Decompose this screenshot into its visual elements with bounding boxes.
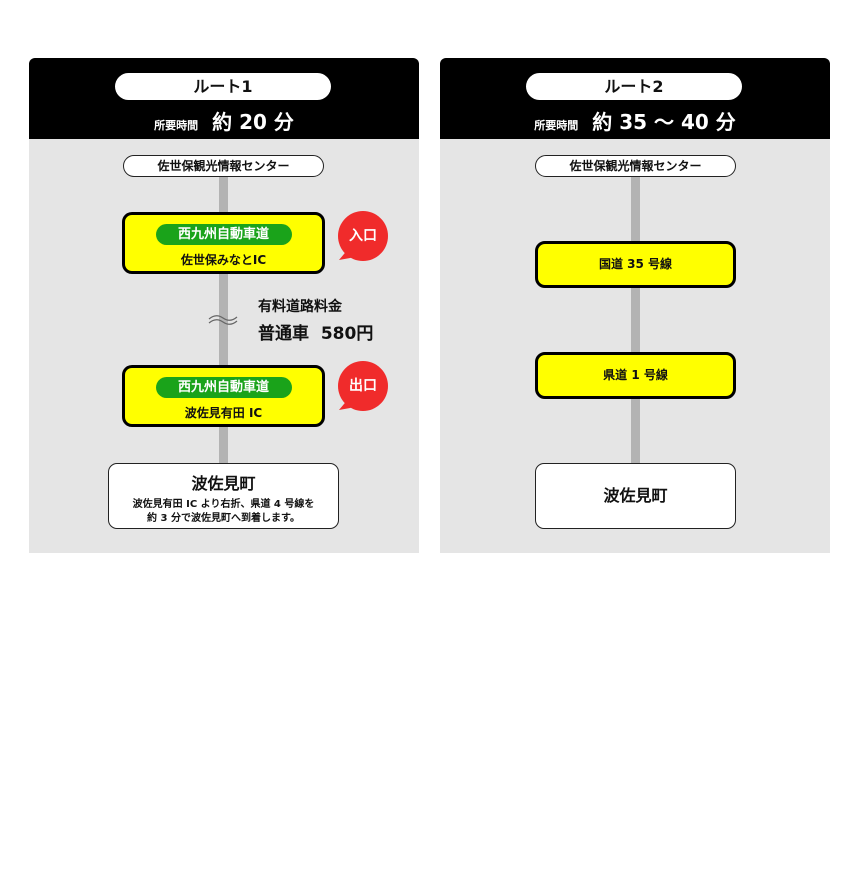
destination-note: 波佐見有田 IC より右折、県道 4 号線を [132,499,315,510]
route-2-header: ルート2 所要時間約 35 〜 40 分 [440,58,830,139]
highway-label: 西九州自動車道 [155,224,292,245]
route-line [631,176,640,464]
route-1-time: 所要時間約 20 分 [29,106,419,135]
time-value: 約 35 〜 40 分 [592,110,736,134]
exit-badge: 出口 [338,361,388,411]
toll-label: 有料道路料金 [258,299,342,315]
toll-value: 普通車 580円 [258,324,374,344]
exit-ic-name: 波佐見有田 IC [184,406,263,420]
route-2-time: 所要時間約 35 〜 40 分 [440,106,830,135]
entry-badge: 入口 [338,211,388,261]
destination-name: 波佐見町 [191,474,256,493]
start-point: 佐世保観光情報センター [123,155,324,177]
entry-ic-name: 佐世保みなとIC [180,253,267,267]
destination-note: 約 3 分で波佐見町へ到着します。 [147,513,300,524]
destination-box: 波佐見町 [535,463,736,529]
route-1-header: ルート1 所要時間約 20 分 [29,58,419,139]
road-box: 国道 35 号線 [535,241,736,288]
time-label: 所要時間 [534,119,579,132]
break-mark-icon [208,315,238,325]
entry-ic-box: 西九州自動車道 佐世保みなとIC [122,212,325,274]
start-point: 佐世保観光情報センター [535,155,736,177]
time-label: 所要時間 [154,119,199,132]
time-value: 約 20 分 [212,110,294,134]
route-line [219,176,228,464]
route-2-card: ルート2 所要時間約 35 〜 40 分 佐世保観光情報センター 国道 35 号… [440,58,830,553]
road-box: 県道 1 号線 [535,352,736,399]
route-2-title: ルート2 [526,73,742,100]
route-1-card: ルート1 所要時間約 20 分 佐世保観光情報センター 西九州自動車道 佐世保み… [29,58,419,553]
destination-box: 波佐見町 波佐見有田 IC より右折、県道 4 号線を 約 3 分で波佐見町へ到… [108,463,339,529]
toll-info: 有料道路料金 普通車 580円 [258,296,373,344]
route-1-title: ルート1 [115,73,331,100]
exit-ic-box: 西九州自動車道 波佐見有田 IC [122,365,325,427]
highway-label: 西九州自動車道 [155,377,292,398]
